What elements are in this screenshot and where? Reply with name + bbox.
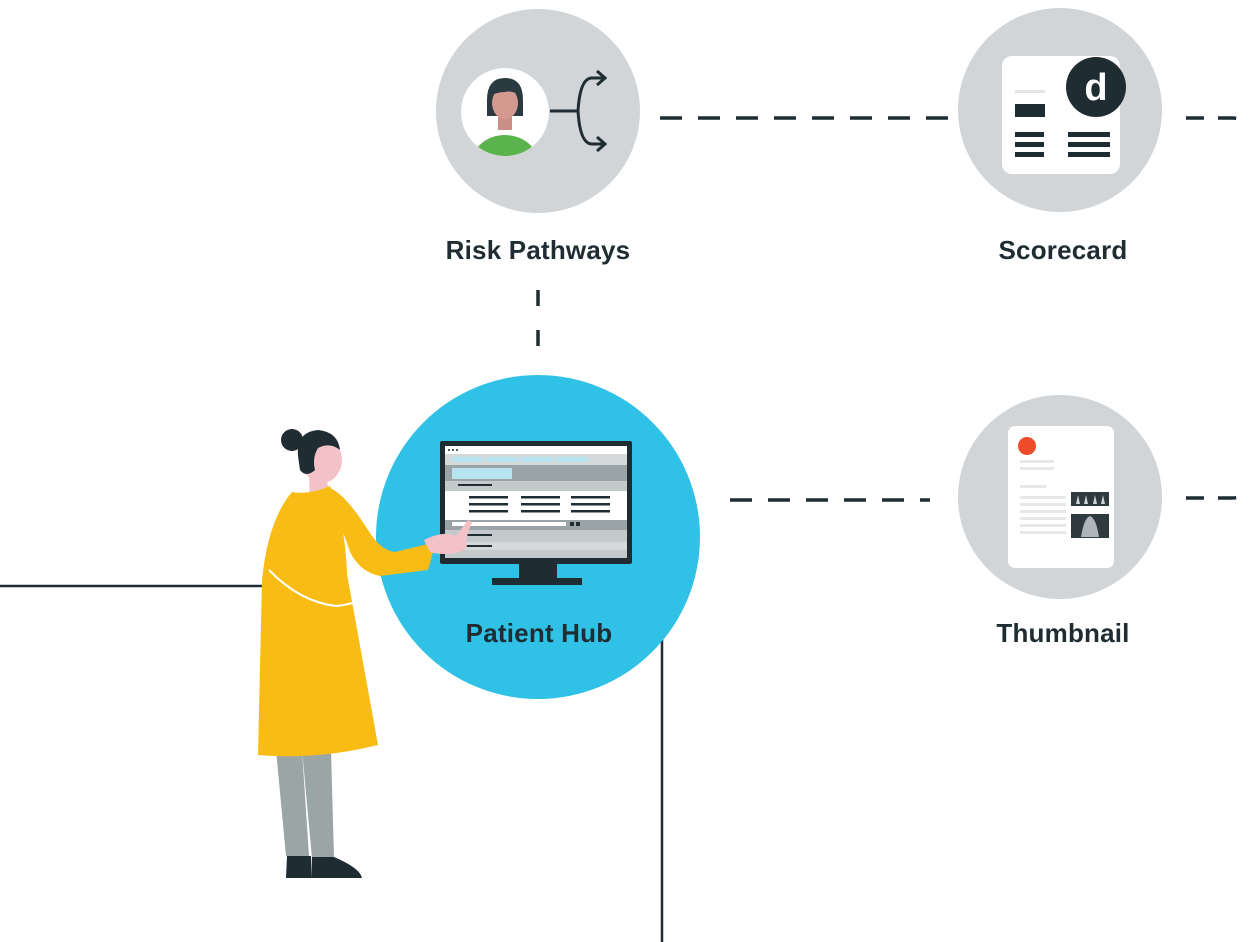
scorecard-badge <box>1066 57 1126 117</box>
clinician-illustration <box>258 429 472 878</box>
scorecard-document-icon: d <box>1002 56 1126 174</box>
thumbnail-label: Thumbnail <box>996 618 1130 648</box>
thumbnail-report-icon <box>1008 426 1114 568</box>
connector-scorecard-out <box>1186 116 1246 124</box>
node-patient-hub[interactable] <box>376 375 700 699</box>
node-scorecard[interactable]: d <box>958 8 1162 212</box>
monitor-icon <box>440 441 632 585</box>
scorecard-badge-letter: d <box>1084 67 1107 109</box>
scorecard-label: Scorecard <box>998 235 1128 265</box>
thumbnail-red-dot <box>1018 437 1036 455</box>
node-thumbnail[interactable] <box>958 395 1162 599</box>
patient-branch-icon <box>461 68 608 156</box>
connector-thumbnail-out <box>1186 492 1246 500</box>
node-risk-pathways[interactable] <box>436 9 640 213</box>
patient-hub-label: Patient Hub <box>465 618 613 648</box>
risk-pathways-label: Risk Pathways <box>445 235 631 265</box>
